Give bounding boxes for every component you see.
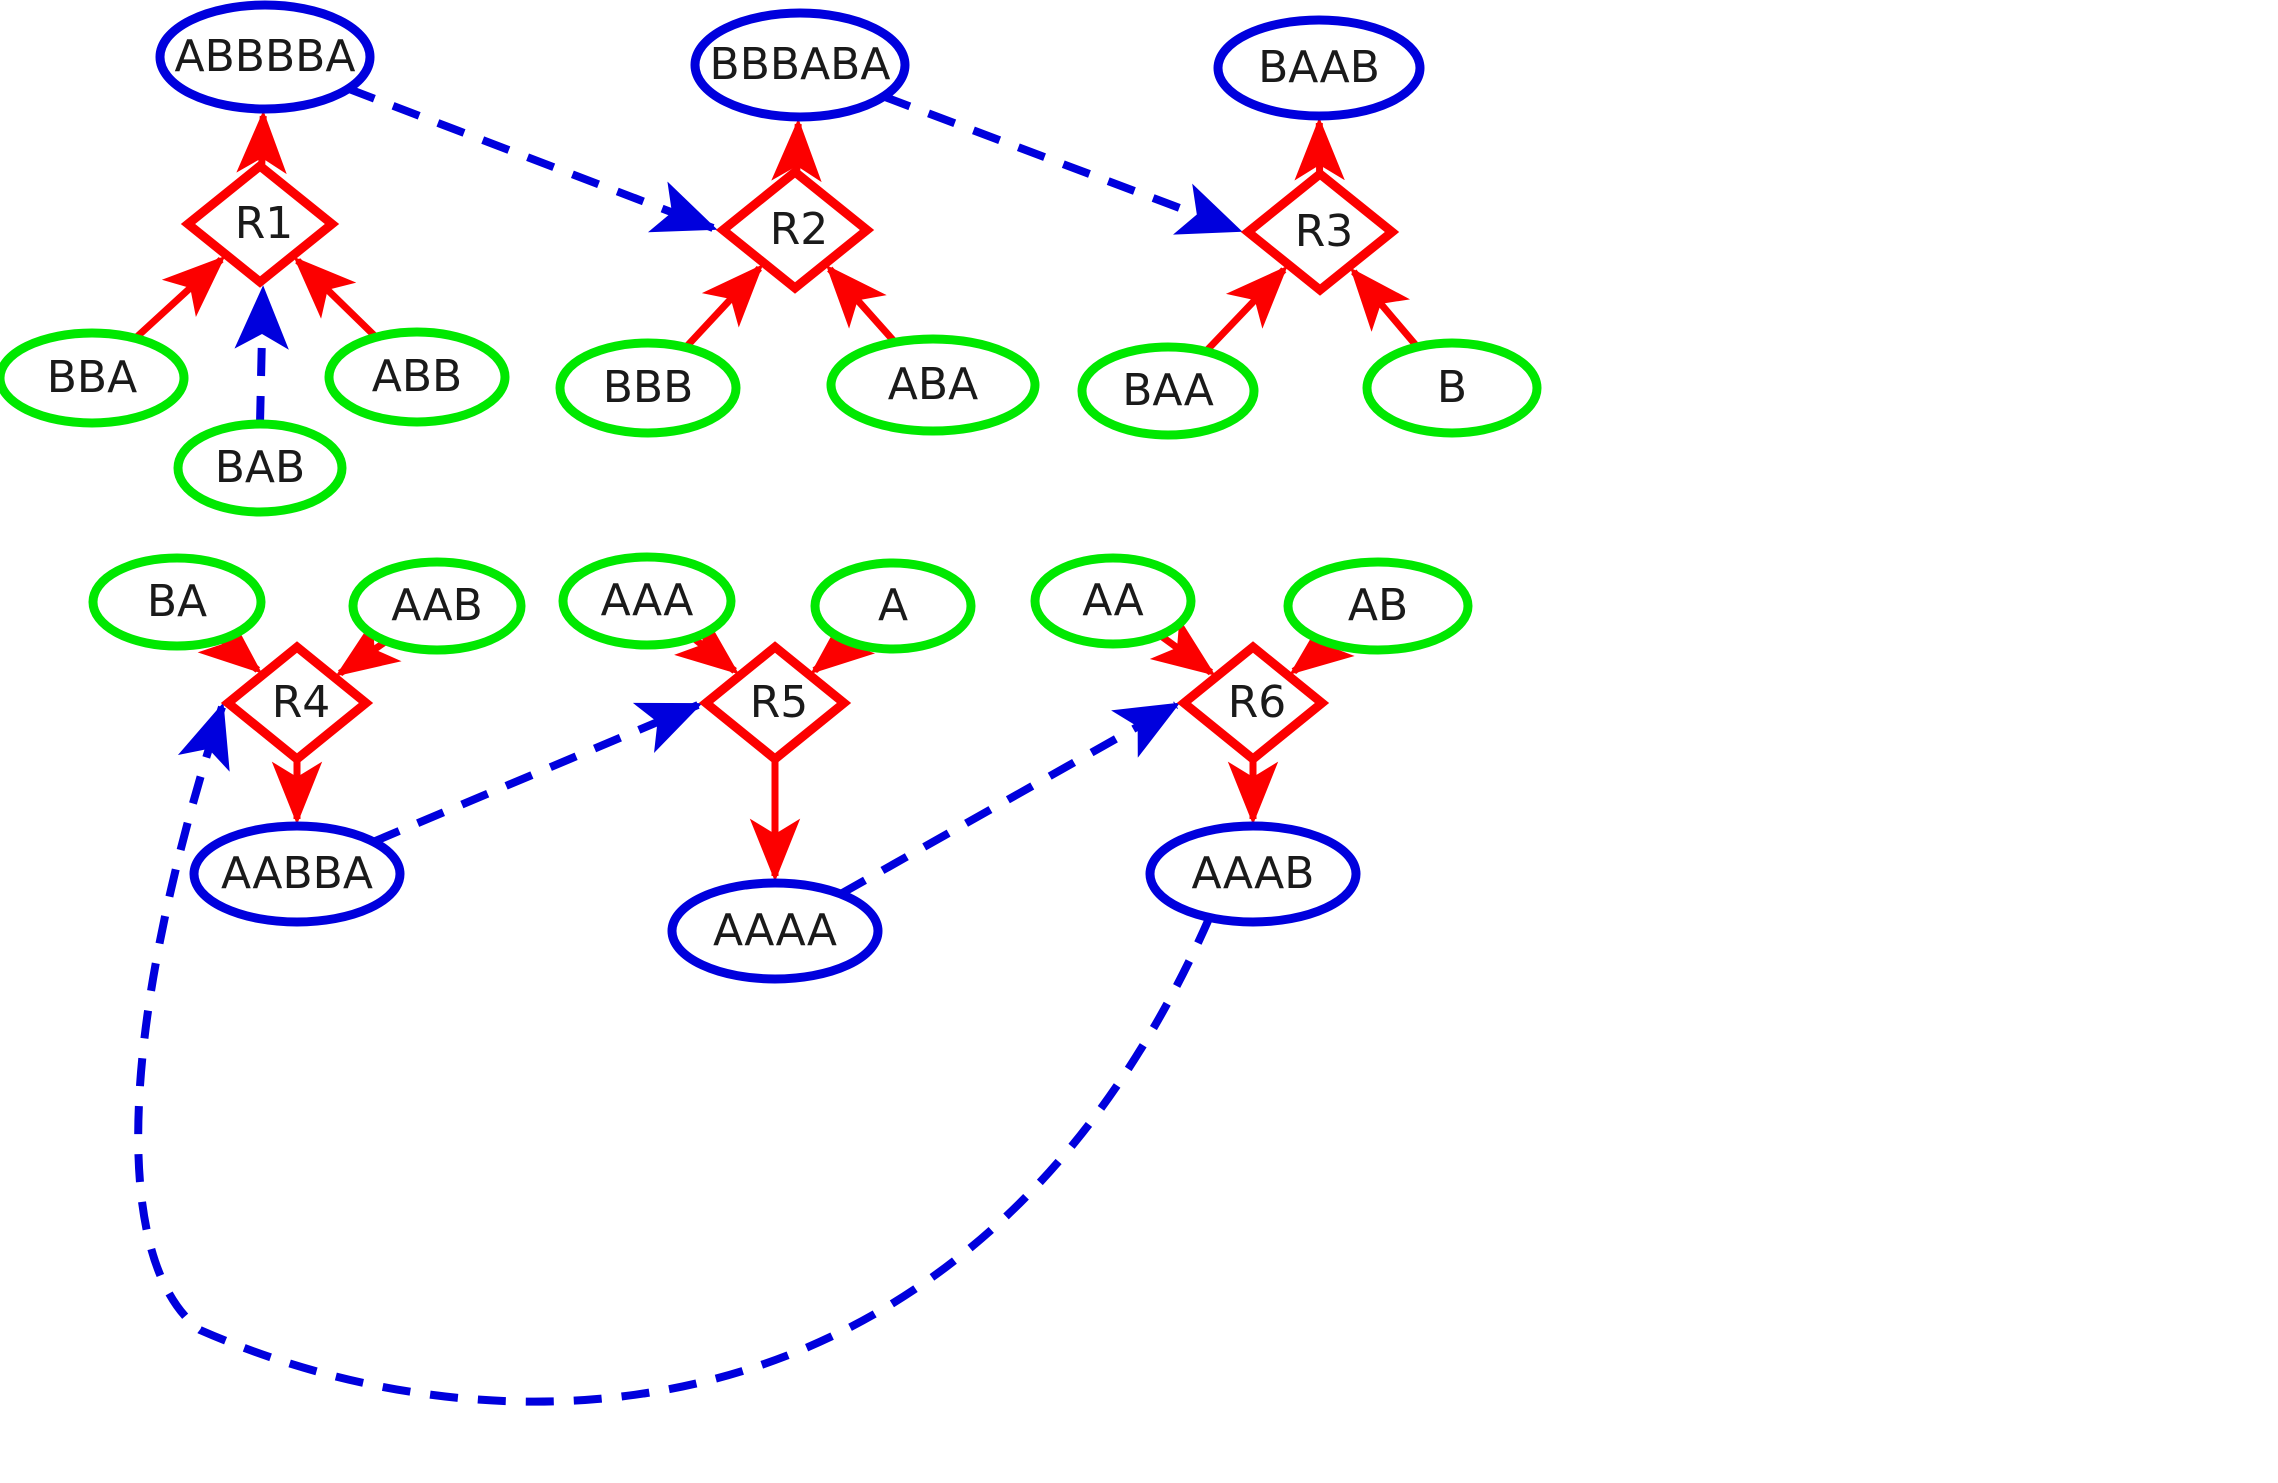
graph-node-aa[interactable]: AA	[1030, 553, 1196, 649]
rule-node-r1[interactable]: R1	[180, 160, 340, 288]
rule-diamond-shape	[1240, 168, 1400, 296]
edge-aba-to-r2	[825, 264, 898, 345]
graph-node-baa[interactable]: BAA	[1077, 342, 1259, 440]
fact-ellipse	[0, 328, 189, 428]
graph-node-bba[interactable]: BBA	[0, 328, 189, 428]
dashed-edges-layer	[134, 84, 1243, 1406]
derived-ellipse	[155, 0, 375, 114]
fact-ellipse	[826, 334, 1040, 436]
edge-a-to-r5	[810, 614, 876, 674]
graph-node-abbbba[interactable]: ABBBBA	[155, 0, 375, 114]
edge-b-to-r3	[1350, 267, 1420, 350]
fact-ellipse	[1077, 342, 1259, 440]
graph-node-a[interactable]: A	[810, 558, 976, 654]
edge-aaa-to-r5	[674, 615, 740, 675]
edge-aa-to-r6	[1149, 618, 1216, 676]
graph-node-ba[interactable]: BA	[88, 553, 266, 651]
solid-edges-layer	[132, 110, 1420, 882]
edge-abbbba-to-r2	[346, 84, 718, 233]
edge-bba-to-r1	[132, 255, 226, 341]
edge-r1-to-abbbba	[236, 110, 287, 175]
graph-node-bab[interactable]: BAB	[173, 419, 347, 517]
graph-node-abb[interactable]: ABB	[324, 327, 510, 427]
graph-node-aaab[interactable]: AAAB	[1145, 821, 1361, 927]
fact-ellipse	[173, 419, 347, 517]
graph-node-aba[interactable]: ABA	[826, 334, 1040, 436]
fact-ellipse	[348, 557, 526, 655]
derived-ellipse	[189, 821, 405, 927]
rule-node-r2[interactable]: R2	[715, 166, 875, 294]
fact-ellipse	[88, 553, 266, 651]
fact-ellipse	[1030, 553, 1196, 649]
derived-ellipse	[1213, 15, 1425, 121]
fact-ellipse	[324, 327, 510, 427]
graph-node-b[interactable]: B	[1362, 338, 1542, 438]
rule-diamond-shape	[698, 641, 852, 765]
edge-aabba-to-r5	[371, 701, 703, 846]
rule-node-r3[interactable]: R3	[1240, 168, 1400, 296]
edge-baa-to-r3	[1203, 265, 1288, 354]
derived-ellipse	[667, 878, 883, 984]
edge-aab-to-r4	[335, 619, 402, 677]
graph-node-ab[interactable]: AB	[1283, 557, 1473, 655]
edge-bab-to-r1	[234, 285, 289, 425]
graph-node-baab[interactable]: BAAB	[1213, 15, 1425, 121]
rule-diamond-shape	[220, 641, 374, 765]
edge-aaab-to-r4	[134, 702, 1214, 1406]
edge-bbb-to-r2	[683, 264, 764, 350]
graph-node-aabba[interactable]: AABBA	[189, 821, 405, 927]
fact-ellipse	[810, 558, 976, 654]
fact-ellipse	[555, 338, 741, 438]
edge-aaaa-to-r6	[838, 701, 1181, 898]
edge-ba-to-r4	[197, 613, 263, 674]
fact-ellipse	[1283, 557, 1473, 655]
fact-ellipse	[558, 552, 736, 650]
rule-diamond-shape	[1176, 641, 1330, 765]
edge-r2-to-bbbaba	[771, 118, 822, 183]
edge-ab-to-r6	[1289, 616, 1355, 675]
fact-ellipse	[1362, 338, 1542, 438]
graph-node-aab[interactable]: AAB	[348, 557, 526, 655]
graph-node-bbbaba[interactable]: BBBABA	[690, 8, 910, 122]
edge-bbbaba-to-r3	[882, 92, 1243, 235]
graph-node-aaa[interactable]: AAA	[558, 552, 736, 650]
graph-node-bbb[interactable]: BBB	[555, 338, 741, 438]
edge-abb-to-r1	[293, 256, 379, 340]
derived-ellipse	[690, 8, 910, 122]
rule-diamond-shape	[180, 160, 340, 288]
rule-diamond-shape	[715, 166, 875, 294]
graph-node-aaaa[interactable]: AAAA	[667, 878, 883, 984]
derived-ellipse	[1145, 821, 1361, 927]
